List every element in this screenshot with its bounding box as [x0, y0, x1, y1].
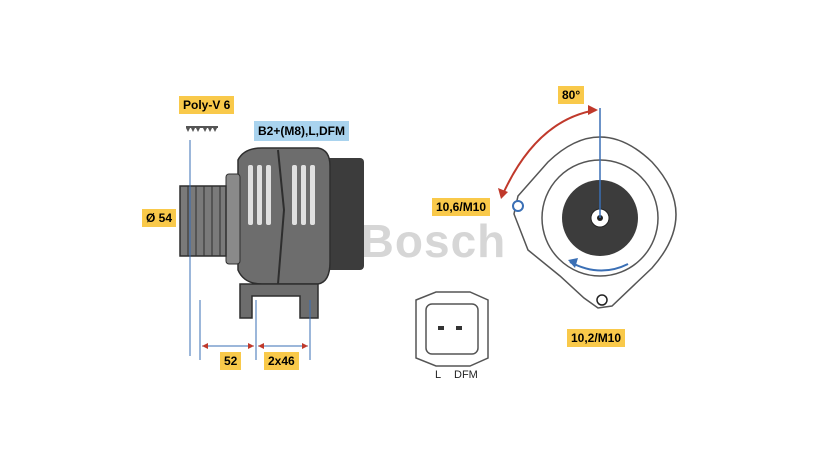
- alternator-front-view: [512, 136, 677, 309]
- angle-arc: [501, 109, 597, 197]
- upper-mount-label: 10,6/M10: [432, 198, 491, 216]
- dimension-lines: [199, 300, 311, 360]
- connector-pin-dfm-label: DFM: [454, 369, 478, 381]
- dimension-52-label: 52: [220, 352, 242, 370]
- angle-label: 80°: [558, 86, 585, 104]
- plug-connector: [415, 291, 489, 367]
- terminal-label: B2+(M8),L,DFM: [254, 121, 349, 141]
- dimension-2x46-label: 2x46: [264, 352, 299, 370]
- alternator-side-view: [179, 147, 364, 319]
- pulley-diameter-label: Ø 54: [142, 209, 177, 227]
- poly-v-belt-icon: [186, 126, 218, 132]
- connector-pin-l-label: L: [435, 369, 442, 381]
- lower-mount-label: 10,2/M10: [567, 329, 626, 347]
- belt-type-label: Poly-V 6: [179, 96, 235, 114]
